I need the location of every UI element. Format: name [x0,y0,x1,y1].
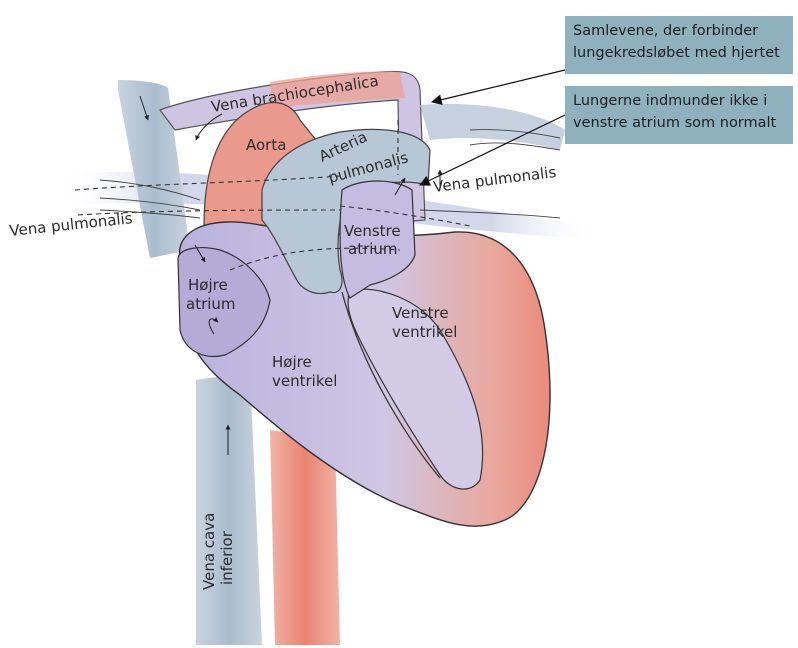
label-vena-pulmonalis-right: Vena pulmonalis [432,163,557,196]
label-hojre-atrium-1: Højre [188,276,228,294]
label-hojre-atrium-2: atrium [186,295,236,313]
label-vena-cava: Vena cava [200,513,218,590]
vena-cava-inferior-shape [196,372,262,645]
label-vena-pulmonalis-left: Vena pulmonalis [9,209,134,240]
callout-bottom-line2: venstre atrium som normalt [573,112,785,134]
label-inferior: inferior [218,530,236,585]
label-venstre-atrium-1: Venstre [344,222,401,240]
callout-bottom: Lungerne indmunder ikke i venstre atrium… [565,86,793,144]
callout-top-line2: lungekredsløbet med hjertet [573,42,785,64]
label-hojre-ventrikel-1: Højre [272,353,312,371]
callout-bottom-line1: Lungerne indmunder ikke i [573,90,785,112]
label-venstre-ventrikel-2: ventrikel [392,323,457,341]
label-venstre-ventrikel-1: Venstre [392,304,449,322]
callout-top-arrow [432,70,565,102]
label-aorta: Aorta [246,136,286,154]
label-hojre-ventrikel-2: ventrikel [272,372,337,390]
callout-top: Samlevene, der forbinder lungekredsløbet… [565,16,793,74]
callout-top-line1: Samlevene, der forbinder [573,20,785,42]
label-venstre-atrium-2: atrium [348,240,398,258]
